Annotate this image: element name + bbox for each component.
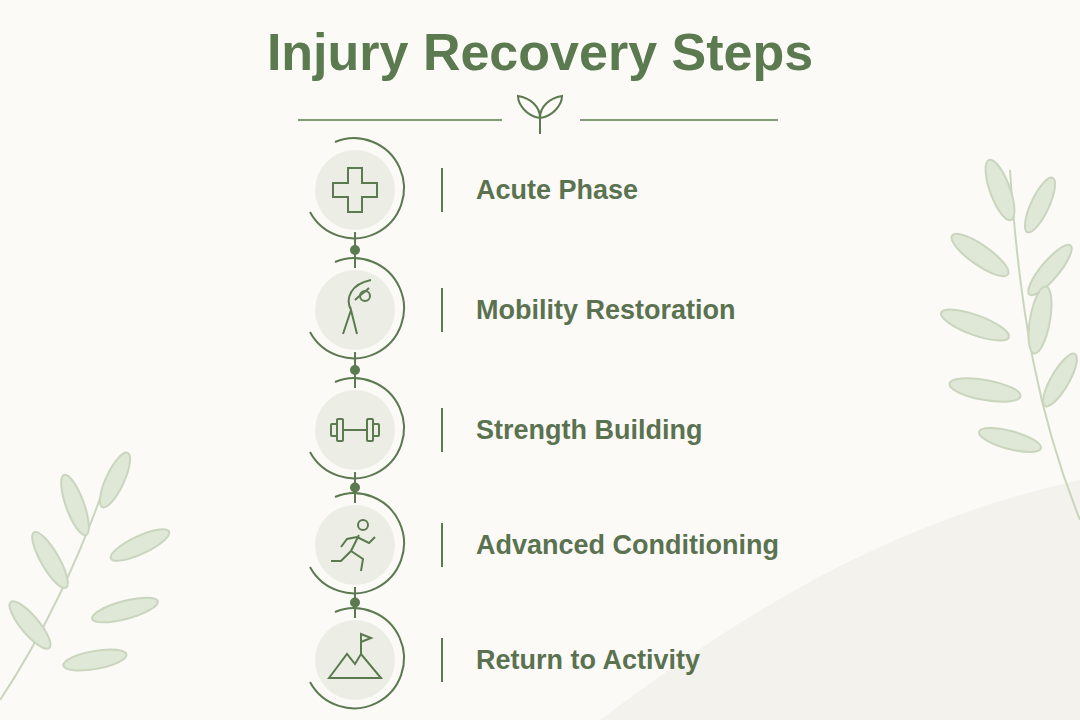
step-node: Return to Activity [305, 610, 716, 710]
step-node: Acute Phase [305, 140, 654, 240]
diagram-title: Injury Recovery Steps [0, 22, 1080, 82]
step-connector [350, 587, 360, 618]
step-label: Strength Building [476, 415, 702, 446]
step-label: Return to Activity [476, 645, 700, 676]
step-node: Mobility Restoration [305, 260, 752, 360]
step-label: Advanced Conditioning [476, 530, 779, 561]
step-connector [350, 232, 360, 268]
step-label: Acute Phase [476, 175, 638, 206]
step-connector [350, 352, 360, 388]
step-label: Mobility Restoration [476, 295, 736, 326]
step-connector [350, 472, 360, 503]
step-node: Strength Building [305, 380, 718, 480]
step-node: Advanced Conditioning [305, 495, 795, 595]
